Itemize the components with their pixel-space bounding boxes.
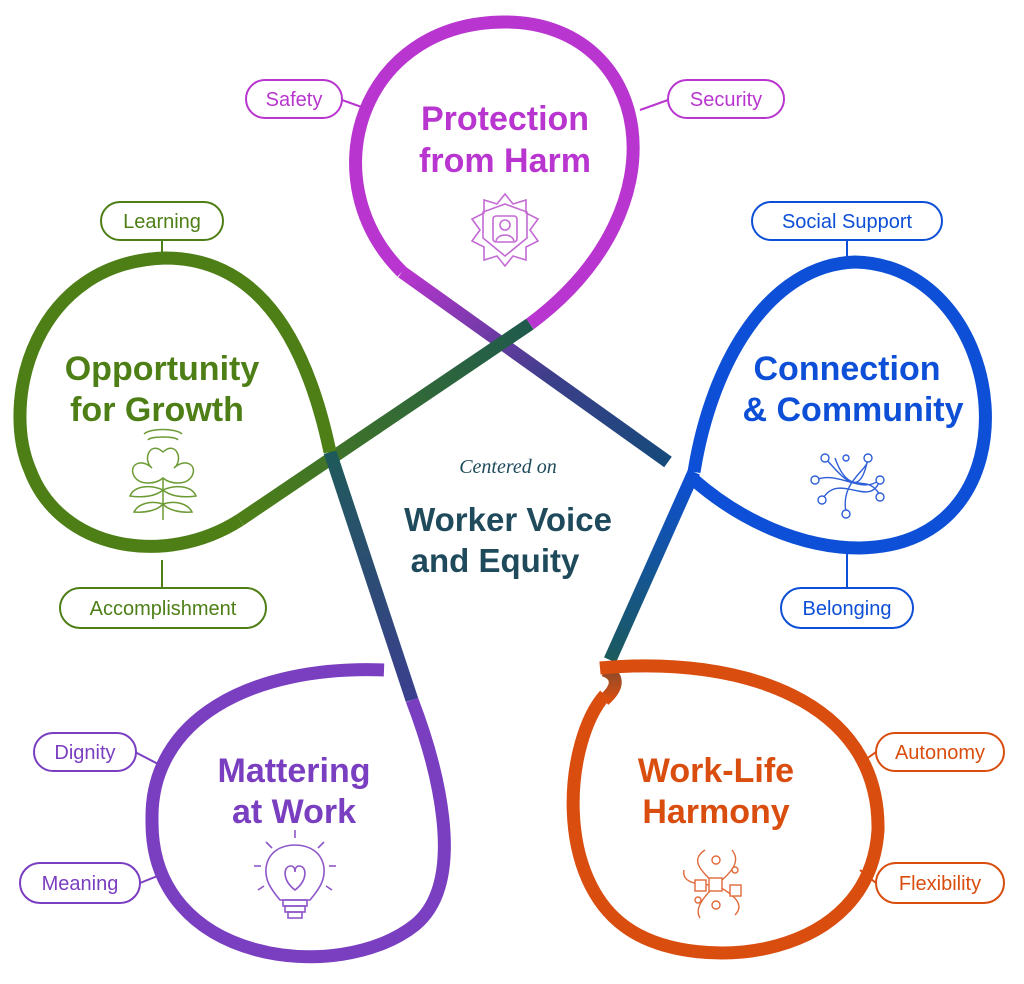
petal-protection <box>349 15 640 330</box>
growth-title-line1: Opportunity <box>65 350 260 388</box>
connector-connection-to-mattering-bottom <box>604 469 700 663</box>
connection-title-line1: Connection <box>754 350 941 388</box>
tag-flexibility-label: Flexibility <box>899 873 981 895</box>
tag-accomplishment: Accomplishment <box>59 587 267 629</box>
worklife-title-line2: Harmony <box>642 793 789 831</box>
connection-title-line2: & Community <box>743 391 964 429</box>
tag-meaning-label: Meaning <box>42 873 119 895</box>
protection-title-line1: Protection <box>421 100 589 138</box>
tag-dignity-label: Dignity <box>54 742 115 764</box>
tag-meaning: Meaning <box>19 862 141 904</box>
tag-learning: Learning <box>100 201 224 241</box>
protection-title-line2: from Harm <box>419 142 591 180</box>
tag-autonomy: Autonomy <box>875 732 1005 772</box>
petal-growth <box>13 251 337 553</box>
tag-learning-label: Learning <box>123 211 201 233</box>
tag-accomplishment-label: Accomplishment <box>90 598 237 620</box>
pinwheel-nodes-icon <box>683 849 742 919</box>
tag-connectors <box>134 99 877 884</box>
lightbulb-heart-icon <box>254 830 336 919</box>
tag-belonging-label: Belonging <box>803 598 892 620</box>
tag-belonging: Belonging <box>780 587 914 629</box>
tag-social-support: Social Support <box>751 201 943 241</box>
mattering-title-line1: Mattering <box>218 752 371 790</box>
tag-flexibility: Flexibility <box>875 862 1005 904</box>
growth-title-line2: for Growth <box>70 391 244 429</box>
petal-mattering <box>145 663 451 964</box>
tag-social-support-label: Social Support <box>782 211 913 233</box>
connector-lines <box>236 266 700 705</box>
shield-person-icon <box>470 192 540 268</box>
connector-growth-to-mattering <box>323 449 419 703</box>
tag-security: Security <box>667 79 785 119</box>
petal-connection <box>687 255 992 555</box>
tag-security-label: Security <box>690 89 762 111</box>
worklife-title-line1: Work-Life <box>638 752 794 790</box>
petal-worklife <box>566 659 885 960</box>
connector-worklife-entry <box>599 663 622 705</box>
tag-autonomy-label: Autonomy <box>895 742 985 764</box>
connector-protection-to-connection <box>398 266 672 468</box>
network-icon <box>810 453 885 519</box>
mattering-title-line2: at Work <box>232 793 356 831</box>
center-title-line2: and Equity <box>411 542 580 579</box>
tag-safety: Safety <box>245 79 343 119</box>
flower-icon <box>128 428 198 520</box>
connector-protection-to-growth <box>236 318 534 526</box>
tag-dignity: Dignity <box>33 732 137 772</box>
tag-safety-label: Safety <box>266 89 323 111</box>
center-title-line1: Worker Voice <box>404 501 612 538</box>
center-subtitle: Centered on <box>459 456 557 478</box>
